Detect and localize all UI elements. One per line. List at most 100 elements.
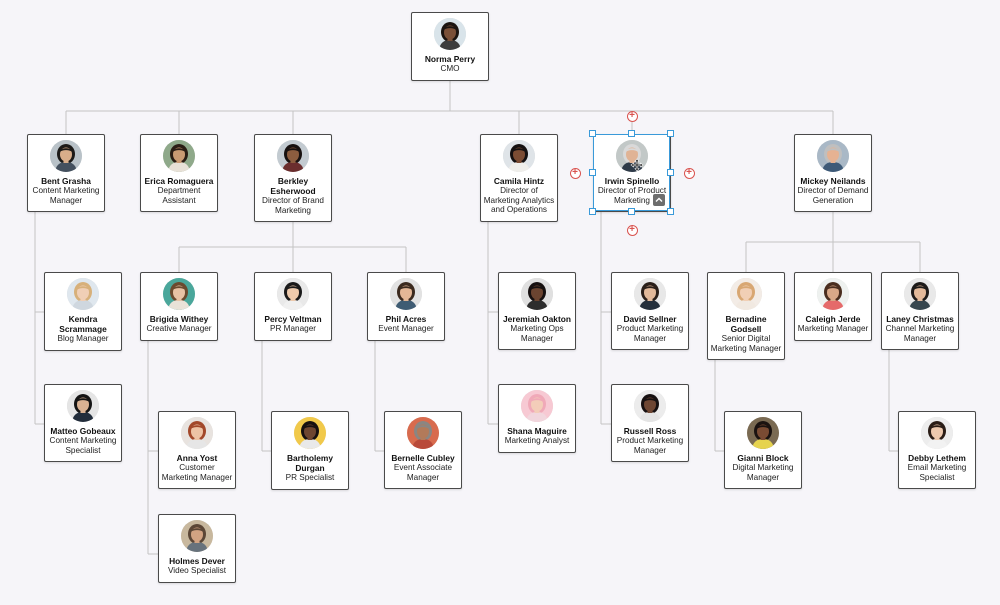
resize-handle[interactable] — [628, 130, 635, 137]
person-name: Mickey Neilands — [800, 176, 866, 186]
person-title: Content Marketing Specialist — [49, 436, 117, 455]
avatar-illustration — [921, 417, 953, 449]
avatar-illustration — [67, 278, 99, 310]
avatar-illustration — [67, 390, 99, 422]
avatar-illustration — [634, 390, 666, 422]
avatar-illustration — [277, 278, 309, 310]
person-name: Bent Grasha — [41, 176, 91, 186]
avatar — [163, 278, 195, 310]
person-title: Director of Brand Marketing — [262, 196, 324, 215]
avatar — [277, 278, 309, 310]
avatar-illustration — [521, 390, 553, 422]
person-name: Camila Hintz — [493, 176, 545, 186]
person-title: Event Associate Manager — [393, 463, 453, 482]
person-title: Marketing Ops Manager — [510, 324, 564, 343]
avatar-illustration — [434, 18, 466, 50]
person-title: Product Marketing Manager — [616, 436, 684, 455]
avatar-illustration — [634, 278, 666, 310]
person-title: CMO — [440, 64, 460, 73]
person-title: Customer Marketing Manager — [161, 463, 233, 482]
avatar-illustration — [50, 140, 82, 172]
person-name: Debby Lethem — [908, 453, 966, 463]
person-title: Creative Manager — [146, 324, 212, 333]
avatar-illustration — [390, 278, 422, 310]
person-name: Percy Veltman — [264, 314, 322, 324]
avatar — [163, 140, 195, 172]
person-title: Director of Demand Generation — [797, 186, 869, 205]
resize-handle[interactable] — [667, 208, 674, 215]
avatar-illustration — [730, 278, 762, 310]
person-name: Matteo Gobeaux — [50, 426, 116, 436]
avatar — [634, 390, 666, 422]
person-name: Bernelle Cubley — [391, 453, 455, 463]
resize-handle[interactable] — [667, 130, 674, 137]
avatar — [634, 278, 666, 310]
person-name: Holmes Dever — [169, 556, 225, 566]
avatar — [434, 18, 466, 50]
avatar — [50, 140, 82, 172]
add-above-button[interactable]: + — [626, 110, 638, 122]
move-cursor-icon — [630, 158, 644, 172]
person-name: Bernadine Godsell — [725, 314, 767, 334]
person-name: Phil Acres — [385, 314, 427, 324]
person-name: Brigida Withey — [149, 314, 209, 324]
person-name: David Sellner — [623, 314, 677, 324]
person-name: Irwin Spinello — [604, 176, 660, 186]
avatar-illustration — [817, 278, 849, 310]
avatar — [503, 140, 535, 172]
avatar-illustration — [277, 140, 309, 172]
resize-handle[interactable] — [667, 169, 674, 176]
person-title: Email Marketing Specialist — [907, 463, 967, 482]
person-title: Video Specialist — [167, 566, 227, 575]
chevron-up-icon[interactable] — [653, 194, 665, 206]
avatar — [181, 520, 213, 552]
avatar — [730, 278, 762, 310]
person-title: Senior Digital Marketing Manager — [710, 334, 782, 353]
person-name: Berkley Esherwood — [270, 176, 316, 196]
person-name: Shana Maguire — [507, 426, 567, 436]
avatar-illustration — [163, 140, 195, 172]
person-name: Anna Yost — [176, 453, 218, 463]
add-below-button[interactable]: + — [626, 224, 638, 236]
avatar-illustration — [904, 278, 936, 310]
person-name: Kendra Scrammage — [59, 314, 107, 334]
person-title: Content Marketing Manager — [32, 186, 100, 205]
add-left-button[interactable]: + — [569, 167, 581, 179]
resize-handle[interactable] — [589, 130, 596, 137]
avatar — [67, 390, 99, 422]
resize-handle[interactable] — [589, 208, 596, 215]
avatar-illustration — [181, 417, 213, 449]
person-title: PR Specialist — [285, 473, 335, 482]
resize-handle[interactable] — [589, 169, 596, 176]
person-title: Department Assistant — [157, 186, 201, 205]
resize-handle[interactable] — [628, 208, 635, 215]
add-right-button[interactable]: + — [683, 167, 695, 179]
person-title: PR Manager — [270, 324, 316, 333]
